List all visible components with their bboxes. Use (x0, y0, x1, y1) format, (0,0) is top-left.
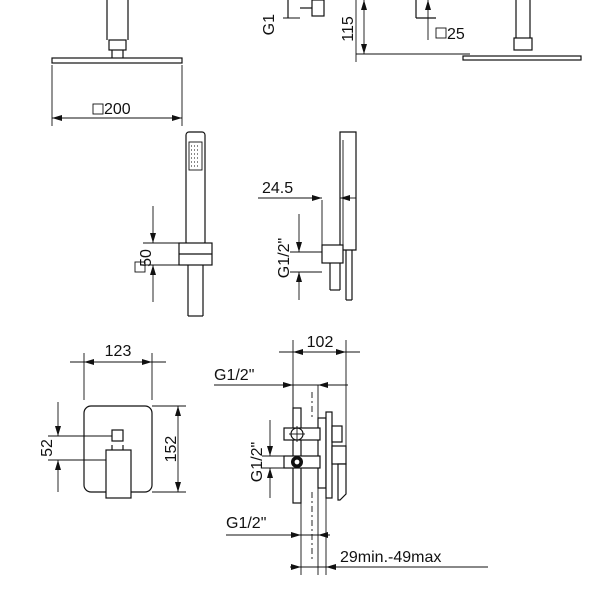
hand-shower-front-view: 50 (134, 131, 213, 317)
dim-25-label: 25 (447, 26, 465, 43)
dim-200-label: 200 (104, 101, 131, 118)
install-depth-label: 29min.-49max (340, 549, 441, 566)
shower-head-front-view (51, 0, 183, 126)
mixer-front-view: 123 52 152 (39, 343, 186, 499)
shower-arm-side-view: G1 115 25 (261, 0, 582, 62)
dim-50-label: 50 (138, 249, 155, 267)
hand-shower-side-view: 24.5 G1/2" (258, 131, 357, 301)
mixer-side-view: 102 G1/2" G1/2" G1/2" 29min.-49max (214, 334, 488, 575)
dimension-square-200: 200 (92, 101, 131, 118)
thread-g12-side-label: G1/2" (249, 442, 266, 482)
dim-115-label: 115 (340, 16, 357, 42)
dim-24-5-label: 24.5 (262, 180, 293, 197)
thread-g12-hand-label: G1/2" (276, 238, 293, 278)
thread-g12-top-label: G1/2" (214, 367, 254, 384)
thread-g12-bottom-label: G1/2" (226, 515, 266, 532)
thread-g1-top-label: G1 (261, 14, 278, 35)
dim-102-label: 102 (307, 334, 334, 351)
dim-52-label: 52 (39, 439, 56, 457)
dim-152-label: 152 (163, 436, 180, 463)
dim-123-label: 123 (105, 343, 132, 360)
